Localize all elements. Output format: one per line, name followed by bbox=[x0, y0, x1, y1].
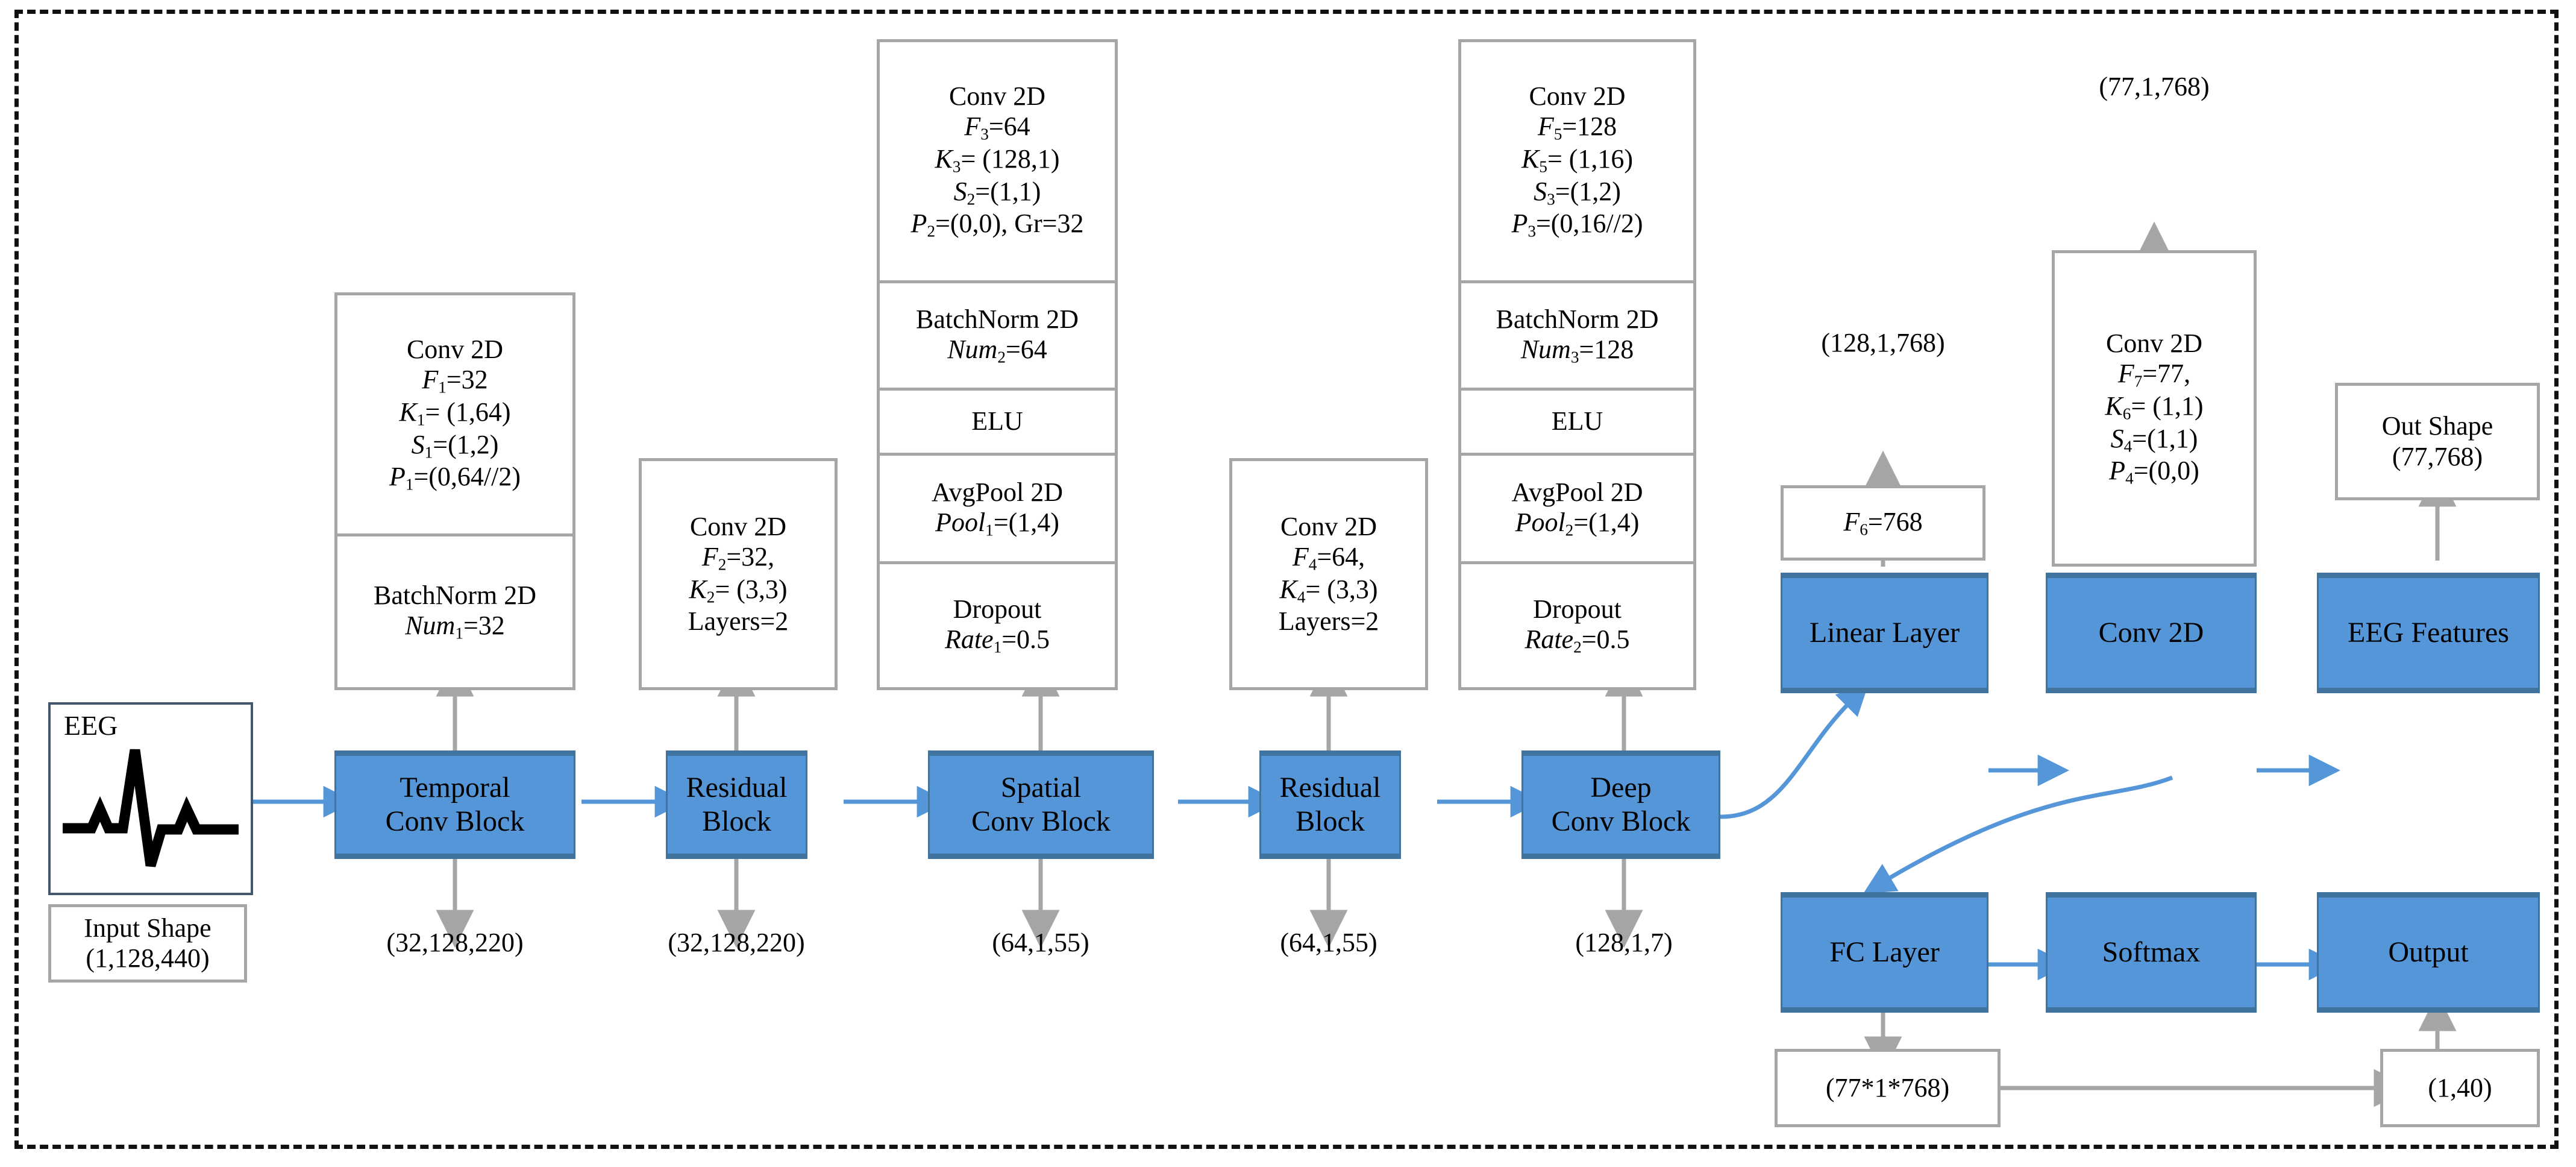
spatial-conv-section: Conv 2D F3=64 K3= (128,1) S2=(1,1) P2=(0… bbox=[880, 42, 1115, 283]
eeg-waveform-icon bbox=[63, 749, 239, 867]
out-shape-temporal: (32,128,220) bbox=[386, 928, 524, 957]
conv-right-out-shape-label: (77,1,768) bbox=[2099, 72, 2210, 101]
section-title: Conv 2D bbox=[1529, 81, 1626, 111]
block-residual-2[interactable]: Residual Block bbox=[1259, 750, 1401, 859]
block-label-line2: Conv Block bbox=[971, 805, 1111, 837]
block-label: EEG Features bbox=[2348, 617, 2509, 649]
block-label-line2: Block bbox=[702, 805, 771, 837]
linear-out-shape-label: (128,1,768) bbox=[1821, 328, 1945, 357]
section-title: ELU bbox=[1551, 406, 1603, 436]
deep-avgpool-section: AvgPool 2D Pool2=(1,4) bbox=[1461, 456, 1693, 564]
block-label: Output bbox=[2388, 936, 2469, 969]
section-title: Dropout bbox=[1533, 594, 1622, 624]
input-shape-box: Input Shape (1,128,440) bbox=[48, 904, 247, 983]
residual2-spec-box: Conv 2D F4=64, K4= (3,3) Layers=2 bbox=[1229, 458, 1428, 690]
block-label-line1: Residual bbox=[1279, 772, 1381, 804]
spatial-batchnorm-section: BatchNorm 2D Num2=64 bbox=[880, 283, 1115, 391]
block-spatial-conv[interactable]: Spatial Conv Block bbox=[928, 750, 1154, 859]
input-shape-title: Input Shape bbox=[84, 913, 212, 943]
deep-batchnorm-section: BatchNorm 2D Num3=128 bbox=[1461, 283, 1693, 391]
out-shape-spatial: (64,1,55) bbox=[992, 928, 1089, 957]
out-shape-deep: (128,1,7) bbox=[1575, 928, 1673, 957]
block-label-line2: Block bbox=[1296, 805, 1365, 837]
linear-f6-box: F6=768 bbox=[1781, 485, 1985, 561]
final-shape-box: (1,40) bbox=[2380, 1049, 2540, 1127]
deep-spec-stack: Conv 2D F5=128 K5= (1,16) S3=(1,2) P3=(0… bbox=[1458, 39, 1696, 690]
block-label-line1: Residual bbox=[686, 772, 788, 804]
block-label: FC Layer bbox=[1829, 936, 1940, 969]
block-residual-1[interactable]: Residual Block bbox=[666, 750, 807, 859]
block-fc-layer[interactable]: FC Layer bbox=[1781, 892, 1988, 1013]
out-shape-value: (77,768) bbox=[2392, 441, 2483, 471]
section-title: BatchNorm 2D bbox=[915, 304, 1079, 334]
diagram-outer-frame bbox=[14, 10, 2559, 1149]
spatial-elu-section: ELU bbox=[880, 391, 1115, 456]
section-title: BatchNorm 2D bbox=[1496, 304, 1659, 334]
block-softmax[interactable]: Softmax bbox=[2046, 892, 2257, 1013]
block-label-line1: Spatial bbox=[1000, 772, 1082, 804]
section-title: ELU bbox=[971, 406, 1023, 436]
block-linear-layer[interactable]: Linear Layer bbox=[1781, 573, 1988, 693]
input-shape-value: (1,128,440) bbox=[86, 943, 210, 973]
section-title: AvgPool 2D bbox=[1511, 477, 1643, 507]
deep-elu-section: ELU bbox=[1461, 391, 1693, 456]
block-label: Conv 2D bbox=[2098, 617, 2204, 649]
section-title: Out Shape bbox=[2381, 411, 2493, 441]
deep-conv-section: Conv 2D F5=128 K5= (1,16) S3=(1,2) P3=(0… bbox=[1461, 42, 1693, 283]
block-temporal-conv[interactable]: Temporal Conv Block bbox=[334, 750, 575, 859]
layers-count: Layers=2 bbox=[1278, 606, 1379, 637]
out-shape-residual-1: (32,128,220) bbox=[668, 928, 805, 957]
layers-count: Layers=2 bbox=[688, 606, 789, 637]
section-title: Conv 2D bbox=[406, 334, 504, 364]
block-label-line2: Conv Block bbox=[1551, 805, 1691, 837]
temporal-spec-stack: Conv 2D F1=32 K1= (1,64) S1=(1,2) P1=(0,… bbox=[334, 292, 575, 690]
block-conv-2d-head[interactable]: Conv 2D bbox=[2046, 573, 2257, 693]
block-label: Linear Layer bbox=[1809, 617, 1960, 649]
block-label-line1: Deep bbox=[1590, 772, 1652, 804]
block-output[interactable]: Output bbox=[2317, 892, 2540, 1013]
section-title: BatchNorm 2D bbox=[373, 580, 537, 611]
temporal-batchnorm-section: BatchNorm 2D Num1=32 bbox=[337, 536, 572, 687]
section-title: Conv 2D bbox=[2105, 328, 2203, 358]
temporal-conv-section: Conv 2D F1=32 K1= (1,64) S1=(1,2) P1=(0,… bbox=[337, 295, 572, 536]
eeg-input-image: EEG bbox=[48, 702, 253, 895]
residual1-spec-box: Conv 2D F2=32, K2= (3,3) Layers=2 bbox=[639, 458, 838, 690]
spatial-avgpool-section: AvgPool 2D Pool1=(1,4) bbox=[880, 456, 1115, 564]
block-label: Softmax bbox=[2102, 936, 2201, 969]
spatial-dropout-section: Dropout Rate1=0.5 bbox=[880, 564, 1115, 687]
section-title: Conv 2D bbox=[948, 81, 1046, 111]
block-eeg-features[interactable]: EEG Features bbox=[2317, 573, 2540, 693]
spatial-spec-stack: Conv 2D F3=64 K3= (128,1) S2=(1,1) P2=(0… bbox=[877, 39, 1118, 690]
out-shape-residual-2: (64,1,55) bbox=[1280, 928, 1377, 957]
conv-right-spec-box: Conv 2D F7=77, K6= (1,1) S4=(1,1) P4=(0,… bbox=[2052, 250, 2257, 567]
section-title: AvgPool 2D bbox=[932, 477, 1063, 507]
deep-dropout-section: Dropout Rate2=0.5 bbox=[1461, 564, 1693, 687]
section-title: Dropout bbox=[953, 594, 1042, 624]
block-deep-conv[interactable]: Deep Conv Block bbox=[1521, 750, 1720, 859]
block-label-line1: Temporal bbox=[400, 772, 510, 804]
fc-flat-shape-box: (77*1*768) bbox=[1775, 1049, 2001, 1127]
eeg-input-label: EEG bbox=[64, 710, 118, 741]
section-title: Conv 2D bbox=[689, 511, 787, 541]
fc-flat-shape-value: (77*1*768) bbox=[1825, 1072, 1950, 1103]
block-label-line2: Conv Block bbox=[385, 805, 525, 837]
out-shape-spec-box: Out Shape (77,768) bbox=[2335, 383, 2540, 500]
section-title: Conv 2D bbox=[1280, 511, 1377, 541]
final-shape-value: (1,40) bbox=[2428, 1072, 2492, 1103]
